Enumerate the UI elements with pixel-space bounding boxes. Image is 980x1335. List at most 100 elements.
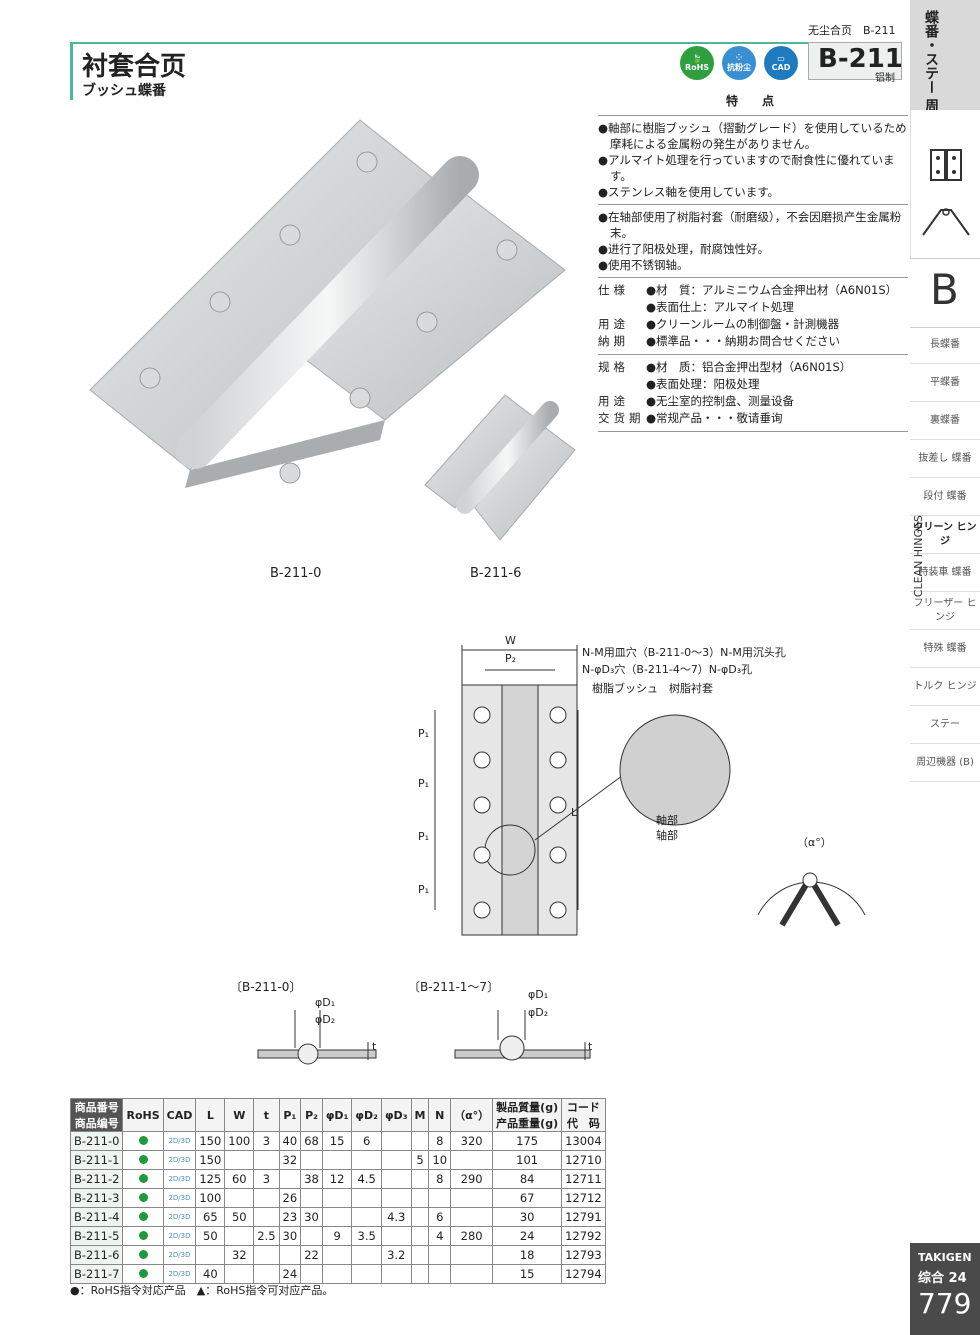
table-cell [428,1264,452,1284]
table-cell: 3.5 [351,1226,382,1246]
table-header-cell: φD₂ [351,1098,382,1132]
sidebar-item[interactable]: ステー [910,706,980,744]
table-header-cell: CAD [162,1098,197,1132]
table-cell: 8 [428,1131,452,1151]
table-cell: 2.5 [253,1226,280,1246]
table-cell: 32 [278,1150,302,1170]
table-cell [253,1245,280,1265]
table-cell [122,1245,164,1265]
table-cell: B-211-4 [69,1207,124,1227]
rohs-dot-icon [138,1136,148,1145]
divider [598,354,908,355]
table-cell [224,1264,255,1284]
table-cell: 26 [278,1188,302,1208]
dim-t: t [372,1040,377,1053]
table-cell [428,1188,452,1208]
sidebar-item[interactable]: 段付 蝶番 [910,478,980,516]
sidebar-item[interactable]: トルク ヒンジ [910,668,980,706]
drawing-note: N-φD₃穴（B-211-4～7）N-φD₃孔 [582,663,753,676]
sidebar-nav: 長蝶番 平蝶番 裏蝶番 抜差し 蝶番 段付 蝶番 クリーン ヒンジ 特装車 蝶番… [910,326,980,782]
table-cell: 150 [195,1131,226,1151]
table-cell: 320 [450,1131,494,1151]
model-number: B-211 [818,44,903,74]
table-cell [253,1188,280,1208]
sidebar-item[interactable]: 抜差し 蝶番 [910,440,980,478]
features-panel: 特 点 ●軸部に樹脂ブッシュ（摺動グレード）を使用しているため摩耗による金属粉の… [598,92,908,436]
table-cell: 67 [492,1188,563,1208]
table-cell [300,1264,323,1284]
table-cell: 290 [450,1169,494,1189]
table-cell [351,1207,382,1227]
table-cell [321,1245,353,1265]
brand-name: TAKIGEN [918,1251,972,1264]
table-cell [122,1207,164,1227]
dim-l: L [571,806,578,819]
table-cell [380,1150,412,1170]
catalog-volume: 综合 24 [918,1271,967,1286]
axis-label: 轴部 [656,829,678,842]
table-cell: 30 [492,1207,563,1227]
table-cell: 30 [300,1207,323,1227]
drawing-note: N-M用皿穴（B-211-0～3）N-M用沉头孔 [582,646,786,659]
sidebar-item[interactable]: 周辺機器 (B) [910,744,980,782]
dim-d2: φD₂ [528,1006,549,1019]
table-cell: B-211-6 [69,1245,124,1265]
table-cell: 3.2 [380,1245,412,1265]
icon-group: 🍃RoHS ⁘抗粉尘 ▭CAD [680,46,798,80]
table-cell: 60 [224,1169,255,1189]
table-cell [410,1264,430,1284]
page-footer: TAKIGEN 综合 24 779 [910,1243,980,1335]
antidust-icon: ⁘抗粉尘 [722,46,756,80]
table-cell: 12793 [561,1245,606,1265]
rohs-dot-icon [138,1193,148,1202]
table-cell: 65 [195,1207,226,1227]
sidebar-item[interactable]: 平蝶番 [910,364,980,402]
table-cell [351,1245,382,1265]
table-header-cell: コード 代 码 [561,1098,606,1132]
table-cell: 2D/3D [162,1207,197,1227]
cad-icon: ▭CAD [764,46,798,80]
table-cell [122,1188,164,1208]
sidebar-item[interactable]: 特殊 蝶番 [910,630,980,668]
table-cell: 2D/3D [162,1188,197,1208]
sidebar-item-active[interactable]: クリーン ヒンジ [910,516,980,554]
dim-d1: φD₁ [315,996,336,1009]
dim-d1: φD₁ [528,988,549,1001]
table-cell [300,1226,323,1246]
table-cell [351,1150,382,1170]
table-cell: 8 [428,1169,452,1189]
sidebar-item[interactable]: 長蝶番 [910,326,980,364]
feature-jp: ●アルマイト処理を行っていますので耐食性に優れています。 [598,153,895,183]
table-cell [321,1264,353,1284]
table-cell [253,1207,280,1227]
sidebar-vertical-label: CLEAN HINGES [912,515,925,598]
table-cell [122,1131,164,1151]
table-cell: 50 [224,1207,255,1227]
table-cell [253,1150,280,1170]
rohs-dot-icon [138,1250,148,1259]
large-hinge-caption: B-211-0 [270,566,322,581]
table-cell [253,1264,280,1284]
table-cell: 12794 [561,1264,606,1284]
table-cell [380,1169,412,1189]
table-cell: 3 [253,1169,280,1189]
table-cell [122,1264,164,1284]
sidebar-item[interactable]: 特装車 蝶番 [910,554,980,592]
sidebar-item[interactable]: 裏蝶番 [910,402,980,440]
table-header-cell: RoHS [122,1098,164,1132]
table-cell: 12 [321,1169,353,1189]
dim-p1: P₁ [418,777,430,790]
sidebar-item[interactable]: フリーザー ヒンジ [910,592,980,630]
table-header-cell: M [410,1098,430,1132]
table-cell: 2D/3D [162,1169,197,1189]
table-cell [351,1264,382,1284]
table-cell: 18 [492,1245,563,1265]
table-cell: 6 [351,1131,382,1151]
table-cell: 15 [321,1131,353,1151]
table-cell [410,1169,430,1189]
page-subtitle: ブッシュ蝶番 [82,83,166,99]
table-cell: B-211-2 [69,1169,124,1189]
table-cell: 280 [450,1226,494,1246]
